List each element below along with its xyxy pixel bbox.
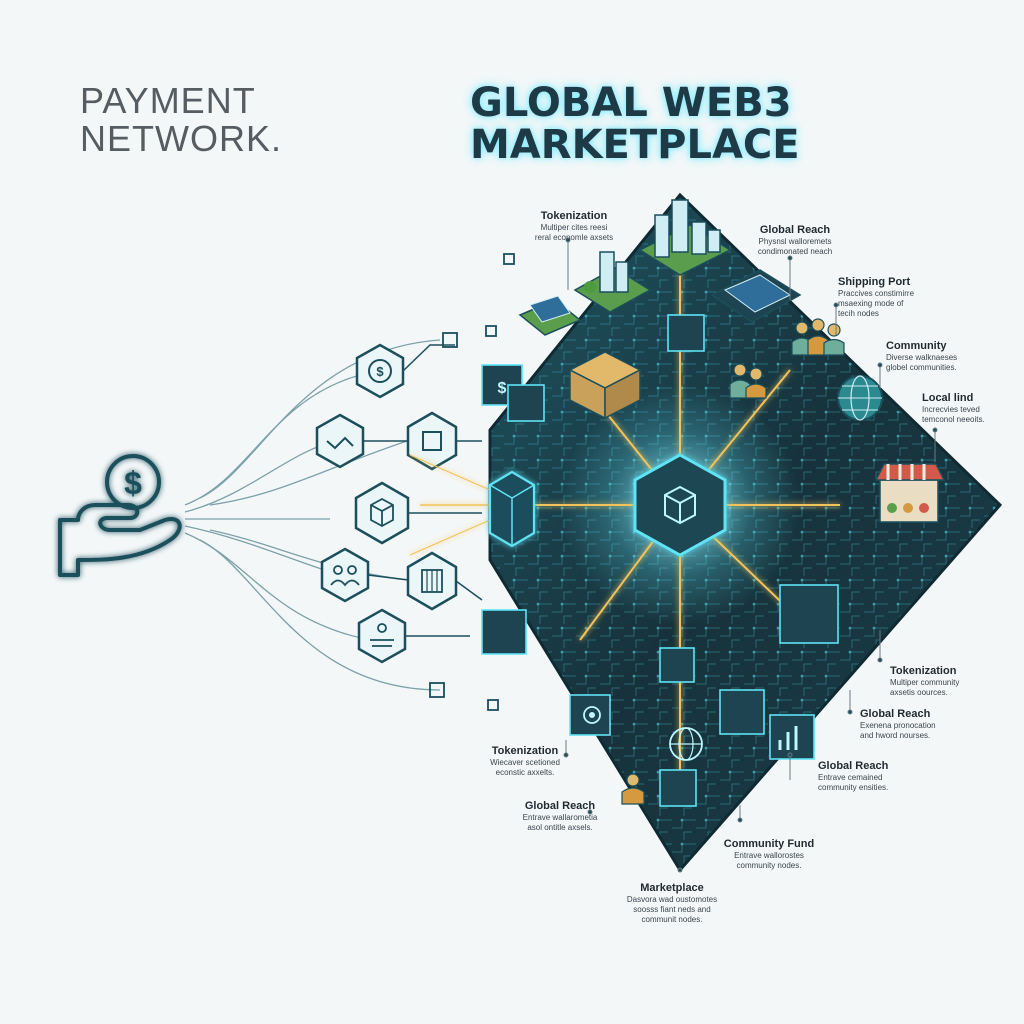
svg-text:$: $ <box>376 364 384 379</box>
callout-desc: Exenena pronocation <box>860 721 936 730</box>
callout-title: Marketplace <box>640 882 704 894</box>
callout-desc: Dasvora wad oustomotes <box>626 895 718 904</box>
callout-title: Global Reach <box>524 800 596 812</box>
callout-title: Tokenization <box>491 745 559 757</box>
callout-local-lind: Local lind Increcvies teved temconol nee… <box>922 392 1018 425</box>
central-hub-cube <box>633 453 727 557</box>
person-icon <box>621 773 645 805</box>
callout-global-reach-right: Global Reach Exenena pronocation and hwo… <box>860 708 970 741</box>
callout-title: Global Reach <box>860 708 931 720</box>
callout-desc: Increcvies teved <box>922 405 980 414</box>
callout-desc: Praccives constimirre <box>838 289 915 298</box>
svg-text:$: $ <box>124 465 142 501</box>
callout-global-reach-top: Global Reach Physnsl walloremets condimo… <box>745 224 845 257</box>
hex-node-handshake <box>315 413 365 469</box>
payment-flow-lines <box>184 339 441 691</box>
dollar-in-hand-icon: $ <box>58 454 182 577</box>
callout-desc: temconol neeoits. <box>922 415 985 424</box>
city-buildings-icon <box>573 199 732 313</box>
callout-tokenization-right: Tokenization Multiper community axsetis … <box>890 665 1000 698</box>
hex-node-scale <box>357 608 407 664</box>
callout-community: Community Diverse walknaeses globel comm… <box>886 340 996 373</box>
payment-title-line-2: NETWORK. <box>80 118 282 159</box>
callout-desc: Wiecaver scetioned <box>490 758 560 767</box>
callout-desc: econstic axxelts. <box>495 768 555 777</box>
callout-desc: asol ontitle axsels. <box>527 823 593 832</box>
callout-title: Global Reach <box>818 760 889 772</box>
hex-node-center-cube <box>354 481 410 545</box>
callout-desc: Diverse walknaeses <box>886 353 958 362</box>
callout-desc: and hword nourses. <box>860 731 931 740</box>
shipping-container-icon <box>568 351 642 420</box>
callout-global-reach-lower: Global Reach Entrave cemained community … <box>818 760 928 793</box>
callout-global-reach-left: Global Reach Entrave wallarometia asol o… <box>505 800 615 833</box>
people-group-icon-2 <box>729 363 767 399</box>
callout-title: Tokenization <box>890 665 957 677</box>
callout-desc: soosss fiant neds and <box>633 905 711 914</box>
solar-panel-icon <box>518 269 802 336</box>
callout-tokenization-left: Tokenization Wiecaver scetioned econstic… <box>470 745 580 778</box>
callout-tokenization-top: Tokenization Multiper cites reesi reral … <box>518 210 630 243</box>
callout-desc: Multiper cites reesi <box>540 223 608 232</box>
callout-title: Shipping Port <box>838 276 911 288</box>
marketplace-title-line-2: MARKETPLACE <box>470 122 800 168</box>
callout-title: Tokenization <box>540 210 608 222</box>
callout-title: Local lind <box>922 392 974 404</box>
entry-cube <box>488 470 536 548</box>
payment-network-title: PAYMENT NETWORK. <box>80 82 340 158</box>
dollar-icon: $ <box>498 380 507 397</box>
callout-desc: reral economle axsets <box>534 233 614 242</box>
hex-connections <box>363 344 483 637</box>
callout-desc: Entrave cemained <box>818 773 883 782</box>
callout-title: Community <box>886 340 947 352</box>
callout-desc: community ensities. <box>818 783 889 792</box>
callout-desc: msaexing mode of <box>838 299 904 308</box>
payment-title-line-1: PAYMENT <box>80 80 256 121</box>
callout-desc: Entrave wallorostes <box>734 851 804 860</box>
floating-cubes <box>429 253 515 711</box>
gear-icon <box>583 706 601 724</box>
hex-node-building <box>406 551 458 611</box>
callout-title: Global Reach <box>759 224 831 236</box>
callout-desc: tecih nodes <box>838 309 879 318</box>
callout-desc: Entrave wallarometia <box>522 813 598 822</box>
globe-icon <box>669 727 703 761</box>
hex-node-community <box>320 547 370 603</box>
people-group-icon <box>791 318 845 356</box>
hex-node-cube <box>406 411 458 471</box>
callout-marketplace: Marketplace Dasvora wad oustomotes sooss… <box>614 882 730 925</box>
marketplace-title: GLOBAL WEB3 MARKETPLACE <box>470 82 890 166</box>
callout-desc: Physnsl walloremets <box>758 237 832 246</box>
callout-desc: axsetis oources. <box>890 688 948 697</box>
bar-chart-icon <box>778 726 798 750</box>
hex-node-dollar: $ <box>355 343 405 399</box>
market-stall-icon <box>874 463 946 523</box>
callout-community-fund: Community Fund Entrave wallorostes commu… <box>714 838 824 871</box>
cube-tiles <box>481 314 839 807</box>
callout-desc: Multiper community <box>890 678 960 687</box>
callout-desc: globel communities. <box>886 363 957 372</box>
callout-title: Community Fund <box>723 838 815 850</box>
callout-leaders <box>563 237 938 873</box>
callout-desc: community nodes. <box>736 861 802 870</box>
callout-shipping-port: Shipping Port Praccives constimirre msae… <box>838 276 948 319</box>
callout-desc: communit nodes. <box>641 915 703 924</box>
world-globe-icon <box>837 375 883 421</box>
callout-desc: condimonated neach <box>757 247 833 256</box>
marketplace-title-line-1: GLOBAL WEB3 <box>470 80 792 126</box>
